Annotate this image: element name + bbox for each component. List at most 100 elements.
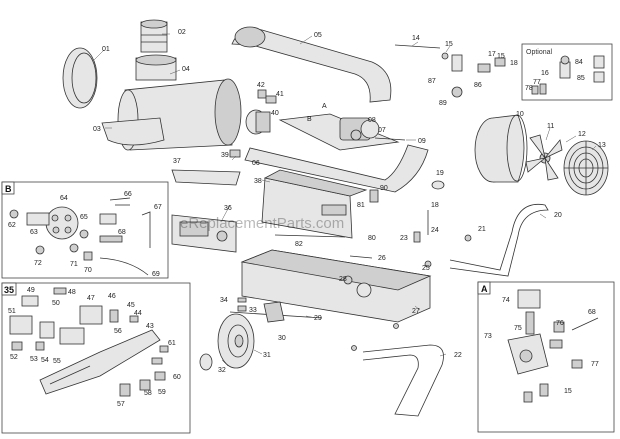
callout-18b: 18 bbox=[431, 202, 439, 209]
intake-ring-part bbox=[62, 47, 98, 109]
callout-52: 52 bbox=[10, 354, 18, 361]
callout-42: 42 bbox=[257, 82, 265, 89]
callout-70: 70 bbox=[84, 267, 92, 274]
lower-shell-part bbox=[244, 144, 429, 193]
side-cover-part bbox=[171, 169, 241, 186]
callout-81: 81 bbox=[357, 202, 365, 209]
callout-36: 36 bbox=[224, 205, 232, 212]
callout-14: 14 bbox=[412, 35, 420, 42]
callout-15b: 15 bbox=[497, 53, 505, 60]
callout-27: 27 bbox=[412, 308, 420, 315]
callout-24: 24 bbox=[431, 227, 439, 234]
control-tray-part bbox=[261, 169, 368, 239]
fan-shroud-part bbox=[474, 114, 528, 183]
fan-blade-part bbox=[525, 134, 563, 181]
fuel-tank-part bbox=[240, 249, 432, 323]
callout-63: 63 bbox=[30, 229, 38, 236]
callout-49: 49 bbox=[27, 287, 35, 294]
callout-78: 78 bbox=[525, 85, 533, 92]
callout-02: 02 bbox=[178, 29, 186, 36]
callout-85: 85 bbox=[577, 75, 585, 82]
callout-73: 73 bbox=[484, 333, 492, 340]
callout-labels: 01 02 03 04 05 06 07 08 09 10 11 12 13 1… bbox=[8, 29, 606, 408]
callout-69: 69 bbox=[152, 271, 160, 278]
upper-shell-part bbox=[231, 26, 392, 103]
callout-10: 10 bbox=[516, 111, 524, 118]
callout-87: 87 bbox=[428, 78, 436, 85]
gasket-19-part bbox=[431, 180, 445, 190]
callout-50: 50 bbox=[52, 300, 60, 307]
callout-86: 86 bbox=[474, 82, 482, 89]
rod-14-part bbox=[394, 44, 441, 49]
callout-53: 53 bbox=[30, 356, 38, 363]
callout-23: 23 bbox=[400, 235, 408, 242]
inset-35-letter: 35 bbox=[4, 285, 14, 295]
callout-12: 12 bbox=[578, 131, 586, 138]
callout-60: 60 bbox=[173, 374, 181, 381]
callout-59: 59 bbox=[158, 389, 166, 396]
callout-51: 51 bbox=[8, 308, 16, 315]
callout-a: A bbox=[322, 103, 327, 110]
callout-04: 04 bbox=[182, 66, 190, 73]
control-panel-part bbox=[171, 214, 237, 253]
callout-01: 01 bbox=[102, 46, 110, 53]
callout-75: 75 bbox=[514, 325, 522, 332]
callout-58: 58 bbox=[144, 390, 152, 397]
callout-17: 17 bbox=[488, 51, 496, 58]
callout-84: 84 bbox=[575, 59, 583, 66]
callout-80: 80 bbox=[368, 235, 376, 242]
callout-b: B bbox=[307, 116, 312, 123]
callout-18: 18 bbox=[510, 60, 518, 67]
wheel-part bbox=[217, 313, 255, 369]
callout-03: 03 bbox=[93, 126, 101, 133]
inset-b-ignition bbox=[1, 181, 169, 279]
callout-09: 09 bbox=[418, 138, 426, 145]
callout-66: 66 bbox=[124, 191, 132, 198]
callout-72: 72 bbox=[34, 260, 42, 267]
inset-a-valve bbox=[477, 281, 615, 433]
washer-33-part bbox=[237, 305, 247, 312]
callout-26: 26 bbox=[378, 255, 386, 262]
optional-label: Optional bbox=[526, 49, 553, 56]
callout-22: 22 bbox=[454, 352, 462, 359]
callout-37: 37 bbox=[173, 158, 181, 165]
callout-45: 45 bbox=[127, 302, 135, 309]
leader-lines bbox=[93, 33, 597, 367]
callout-43: 43 bbox=[146, 323, 154, 330]
callout-65: 65 bbox=[80, 214, 88, 221]
fan-guard-part bbox=[563, 140, 609, 196]
bracket-41-part bbox=[265, 95, 277, 104]
front-handle-part bbox=[449, 203, 549, 277]
callout-64: 64 bbox=[60, 195, 68, 202]
callout-32: 32 bbox=[218, 367, 226, 374]
callout-46: 46 bbox=[108, 293, 116, 300]
inset-35-controls bbox=[1, 282, 191, 434]
inset-a-letter: A bbox=[481, 284, 488, 294]
clip-39-part bbox=[229, 149, 241, 158]
callout-31: 31 bbox=[263, 352, 271, 359]
callout-15c: 15 bbox=[564, 388, 572, 395]
bracket-81-part bbox=[321, 204, 347, 216]
optional-parts-inset bbox=[521, 43, 613, 101]
fitting-86-part bbox=[451, 54, 463, 72]
bracket-42-part bbox=[257, 89, 267, 99]
callout-16: 16 bbox=[541, 70, 549, 77]
axle-bracket-part bbox=[263, 301, 285, 323]
callout-68: 68 bbox=[118, 229, 126, 236]
callout-11: 11 bbox=[547, 123, 554, 130]
callout-77: 77 bbox=[533, 79, 541, 86]
callout-28: 28 bbox=[339, 276, 347, 283]
ignitor-rod-part bbox=[374, 137, 406, 141]
callout-30: 30 bbox=[278, 335, 286, 342]
callout-07: 07 bbox=[378, 127, 386, 134]
callout-34: 34 bbox=[220, 297, 228, 304]
callout-48: 48 bbox=[68, 289, 76, 296]
callout-47: 47 bbox=[87, 295, 95, 302]
callout-77b: 77 bbox=[591, 361, 599, 368]
inset-b-letter: B bbox=[5, 184, 12, 194]
callout-29: 29 bbox=[314, 315, 322, 322]
rear-handle-part bbox=[362, 344, 444, 417]
callout-74: 74 bbox=[502, 297, 510, 304]
